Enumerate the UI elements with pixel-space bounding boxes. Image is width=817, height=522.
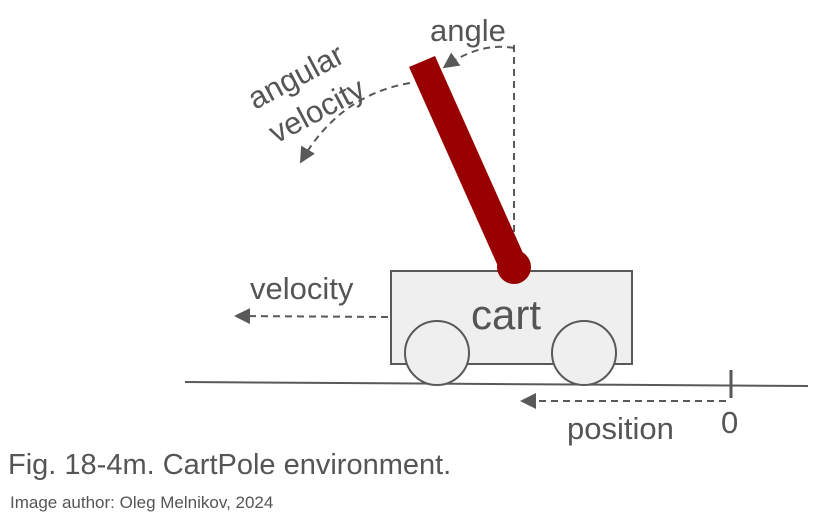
right-wheel: [551, 320, 617, 386]
origin-label: 0: [721, 405, 738, 440]
pole-pivot: [497, 250, 531, 284]
angle-arc: [442, 45, 515, 69]
angular-velocity-arc: [299, 82, 411, 164]
position-label: position: [567, 411, 674, 446]
left-wheel: [404, 320, 470, 386]
figure-caption: Fig. 18-4m. CartPole environment.: [8, 449, 452, 481]
pole: [409, 56, 527, 273]
velocity-arrow: [234, 308, 389, 325]
image-credit: Image author: Oleg Melnikov, 2024: [10, 493, 274, 512]
angle-label: angle: [430, 13, 506, 48]
cart-label: cart: [471, 291, 541, 338]
velocity-label: velocity: [250, 271, 354, 306]
ground-line: [184, 381, 809, 387]
